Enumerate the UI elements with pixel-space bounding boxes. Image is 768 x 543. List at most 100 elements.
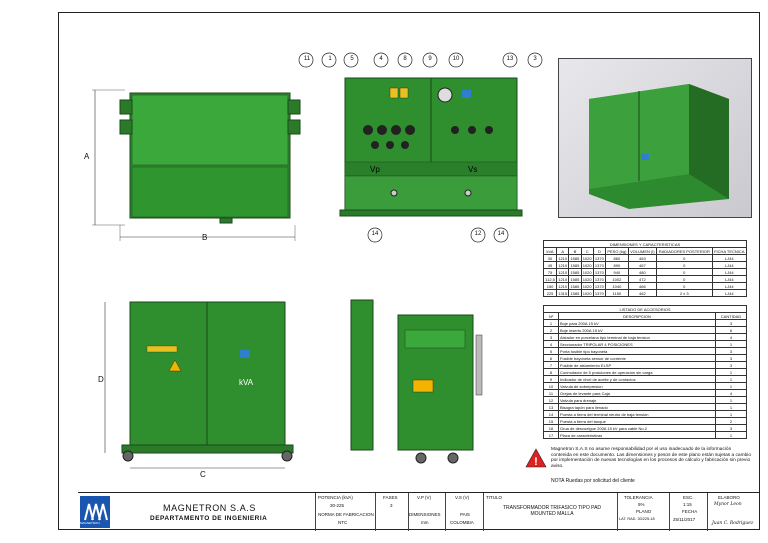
dimensions-cell: 1370 — [592, 282, 607, 290]
company-name: MAGNETRON S.A.S — [163, 503, 257, 513]
dimensions-cell: 1370 — [592, 275, 607, 283]
vp-label: Vp — [370, 165, 380, 174]
accessory-cell: Grua de descuelgue 200A 15 kV para cable… — [558, 424, 716, 432]
accessory-cell: Seccionador TRIPOLAR 4 POSICIONES — [558, 340, 716, 348]
dimensions-cell: 1020 — [580, 275, 594, 283]
dimensions-cell: 940 — [605, 268, 629, 276]
dim-header-radiadores: RADIADORES POSTERIOR — [655, 247, 713, 255]
side-view — [350, 299, 483, 464]
accessory-cell: 3 — [715, 424, 747, 432]
accessory-cell: Bisagra tapón para llenado — [558, 403, 716, 411]
dimensions-cell: 1585 — [568, 289, 582, 297]
accessory-cell: Valvula de sobrepresion — [558, 382, 716, 390]
dim-header-kva: kVA — [542, 247, 558, 255]
dimensions-cell: 1020 — [580, 261, 594, 269]
dimensions-cell: 467 — [627, 261, 657, 269]
accessory-cell: 6 — [543, 354, 559, 362]
accessory-cell: Fusible bayoneta sensor de corriente — [558, 354, 716, 362]
front-closed-view — [104, 301, 294, 469]
dimensions-cell: 75 — [542, 268, 558, 276]
accessory-cell: 9 — [543, 375, 559, 383]
dimensions-cell: LJ44 — [711, 268, 748, 276]
dimensions-cell: 1210 — [556, 261, 570, 269]
accessory-cell: 11 — [543, 389, 559, 397]
accessory-cell: 4 — [715, 333, 747, 341]
accessory-cell: 3 — [543, 333, 559, 341]
accessory-cell: 1 — [715, 431, 747, 439]
accessory-cell: 3 — [715, 347, 747, 355]
dim-header-a: A — [556, 247, 570, 255]
dimensions-table-title: DIMENSIONES Y CARACTERISTICAS — [543, 240, 747, 248]
accessory-cell: 4 — [543, 340, 559, 348]
callout-5: 5 — [350, 56, 354, 62]
accessory-cell: 1 — [715, 382, 747, 390]
accessory-cell: Placa de caracteristicas — [558, 431, 716, 439]
dimensions-cell: 1020 — [580, 254, 594, 262]
dim-header-peso: PESO (kg) — [605, 247, 629, 255]
accessory-cell: Buje inserto 200A 15 kV — [558, 326, 716, 334]
acc-header-qty: CANTIDAD — [715, 312, 747, 320]
accessory-cell: 8 — [543, 368, 559, 376]
front-open-view — [298, 52, 543, 243]
dimensions-cell: 472 — [627, 275, 657, 283]
accessory-cell: 5 — [543, 347, 559, 355]
dimensions-cell: 0 — [655, 254, 713, 262]
dimensions-cell: 1210 — [556, 268, 570, 276]
drawing-frame — [58, 12, 760, 530]
callout-8: 8 — [403, 56, 407, 62]
dimensions-cell: 150 — [542, 282, 558, 290]
dim-header-b: B — [568, 247, 582, 255]
dimensions-cell: 2 x 3 — [655, 289, 713, 297]
callout-14-right: 14 — [497, 231, 505, 237]
accessory-cell: 7 — [543, 361, 559, 369]
dimensions-cell: 1585 — [568, 275, 582, 283]
callout-3: 3 — [533, 56, 537, 62]
callout-14-left: 14 — [371, 231, 379, 237]
accessory-cell: Aislador en porcelana tipo terminal de b… — [558, 333, 716, 341]
accessory-cell: 3 — [715, 319, 747, 327]
dim-header-c: C — [580, 247, 594, 255]
dimensions-cell: 0 — [655, 261, 713, 269]
dimensions-cell: 860 — [605, 254, 629, 262]
accessory-cell: 3 — [715, 354, 747, 362]
callout-9: 9 — [428, 56, 432, 62]
accessory-cell: 2 — [543, 326, 559, 334]
logo-text: MAGNETRON — [80, 521, 100, 525]
accessory-cell: 15 — [543, 417, 559, 425]
warning-icon: ! — [525, 448, 547, 468]
dimensions-cell: 112,5 — [542, 275, 558, 283]
dimensions-cell: 1210 — [556, 275, 570, 283]
dimensions-cell: LJ44 — [711, 289, 748, 297]
vs-label: Vs — [468, 165, 478, 174]
dimensions-cell: 1002 — [605, 275, 629, 283]
accessory-cell: 1 — [715, 368, 747, 376]
callout-11: 11 — [303, 56, 311, 62]
accessory-cell: 1 — [715, 403, 747, 411]
dimensions-cell: 1370 — [592, 261, 607, 269]
notice-text: Magnetron S.A.S no asume responsabilidad… — [551, 447, 751, 469]
dimensions-cell: 1020 — [580, 282, 594, 290]
accessory-cell: 3 — [715, 361, 747, 369]
dim-header-volumen: VOLUMEN (l) — [627, 247, 657, 255]
accessories-table-title: LISTADO DE ACCESORIOS — [543, 305, 747, 313]
accessory-cell: Conmutador de 5 posiciones de operacion … — [558, 368, 716, 376]
callout-1: 1 — [328, 56, 332, 62]
accessory-cell: Indicador de nivel de aceite y de contac… — [558, 375, 716, 383]
